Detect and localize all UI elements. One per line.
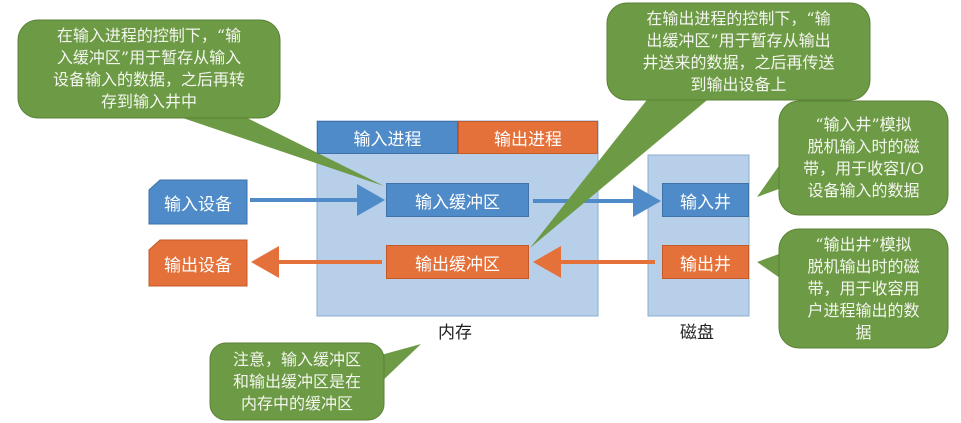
callout-tail-output-buffer [530, 96, 712, 248]
input-device-label: 输入设备 [164, 194, 232, 215]
callout-body-memory [209, 342, 385, 421]
callout-input-well: “输入井”模拟 脱机输入时的磁 带，用于收容I/O 设备输入的数据 [803, 115, 924, 200]
callout-output-buffer: 在输出进程的控制下，“输 出缓冲区”用于暂存从输出 井送来的数据，之后再传送 到… [642, 8, 835, 94]
output-device-label: 输出设备 [164, 255, 232, 276]
input-device-shape [148, 179, 248, 225]
callout-body-output-well [778, 228, 949, 349]
output-process-header: 输出进程 [458, 121, 598, 154]
output-buffer-label: 输出缓冲区 [415, 254, 500, 275]
input-buffer: 输入缓冲区 [386, 183, 529, 217]
output-well-label: 输出井 [680, 254, 731, 275]
input-buffer-label: 输入缓冲区 [415, 192, 500, 213]
input-process-header: 输入进程 [317, 121, 458, 154]
input-well-label: 输入井 [680, 192, 731, 213]
callout-body-output-buffer [606, 2, 871, 101]
disk-container [647, 154, 750, 317]
output-device-shape [148, 239, 248, 287]
callout-tail-input-buffer [165, 112, 384, 186]
callout-output-well: “输出井”模拟 脱机输出时的磁 带，用于收容用 户进程输出的数 据 [807, 234, 920, 342]
output-well: 输出井 [662, 245, 749, 279]
input-device: 输入设备 [149, 180, 247, 224]
output-buffer: 输出缓冲区 [386, 245, 529, 279]
callout-memory: 注意，输入缓冲区 和输出缓冲区是在 内存中的缓冲区 [232, 349, 361, 413]
memory-caption: 内存 [438, 323, 472, 343]
disk-caption: 磁盘 [680, 323, 714, 343]
output-device: 输出设备 [149, 240, 247, 286]
input-process-label: 输入进程 [353, 130, 422, 150]
callout-input-buffer: 在输入进程的控制下，“输 入缓冲区”用于暂存从输入 设备输入的数据，之后再转 存… [52, 26, 245, 111]
input-well: 输入井 [662, 183, 749, 217]
callout-body-input-well [778, 100, 949, 216]
callout-body-input-buffer [17, 19, 281, 119]
output-process-label: 输出进程 [494, 130, 562, 150]
